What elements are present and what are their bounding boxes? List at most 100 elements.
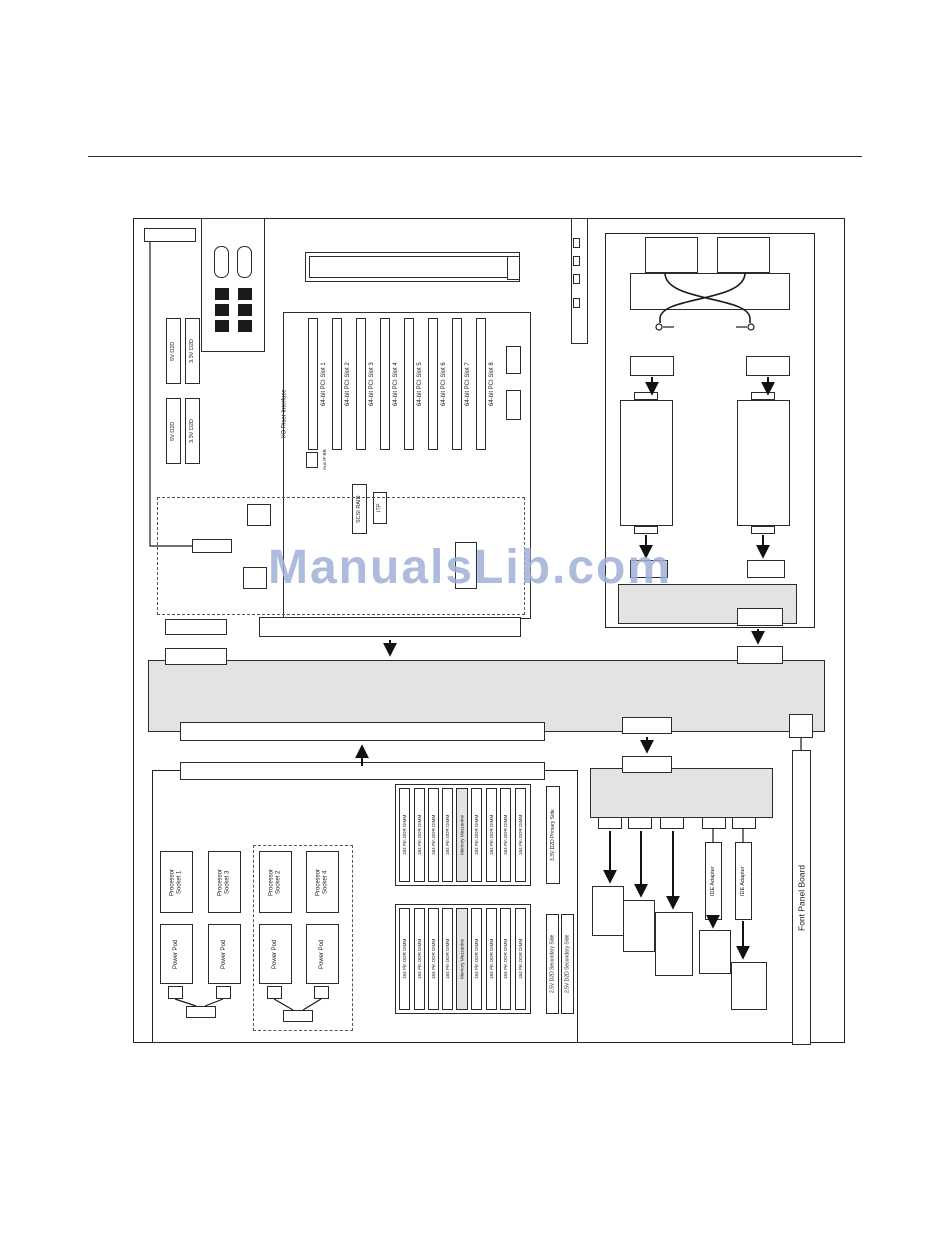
io-bracket bbox=[144, 228, 196, 242]
baseboard-dashed-region bbox=[157, 497, 525, 615]
pci-slot bbox=[380, 318, 390, 450]
baseboard-component bbox=[243, 567, 267, 589]
dimm-slot: 184 Pin DDR DIMM bbox=[486, 908, 497, 1010]
power-connector bbox=[746, 356, 790, 376]
processor-socket: Processor Socket 1 bbox=[160, 851, 193, 913]
d2d-converter: 3.3V D2D bbox=[185, 318, 200, 384]
power-input-connector bbox=[186, 1006, 216, 1018]
io-port bbox=[237, 246, 252, 278]
power-pod-connector bbox=[216, 986, 231, 999]
power-pod: Power Pod bbox=[160, 924, 193, 984]
dimm-slot: 184 Pin DDR DIMM bbox=[486, 788, 497, 882]
psu-tab bbox=[751, 526, 775, 534]
pci-slot bbox=[476, 318, 486, 450]
dimm-slot: 184 Pin DDR DIMM bbox=[414, 908, 425, 1010]
io-board-port bbox=[598, 817, 622, 829]
pci-slot bbox=[452, 318, 462, 450]
io-board-port bbox=[660, 817, 684, 829]
d2d-secondary-label: 2.5V D2D Secondary Side bbox=[546, 914, 559, 1014]
power-output-connector bbox=[737, 608, 783, 626]
dimm-slot: 184 Pin DDR DIMM bbox=[399, 788, 410, 882]
dimm-slot: 184 Pin DDR DIMM bbox=[442, 788, 453, 882]
aux-label: Aux IF BB bbox=[321, 449, 327, 471]
pci-slot-label: 64-bit PCI Slot 5 bbox=[416, 362, 423, 406]
midplane-connector bbox=[180, 722, 545, 741]
dimm-slot: 184 Pin DDR DIMM bbox=[515, 908, 526, 1010]
ide-adapter: IDE Adapter bbox=[705, 842, 722, 920]
d2d-converter: 5V D2D bbox=[166, 398, 181, 464]
baseboard-component bbox=[247, 504, 271, 526]
ide-adapter: IDE Adapter bbox=[735, 842, 752, 920]
power-pod-connector bbox=[267, 986, 282, 999]
io-connector-block bbox=[201, 218, 265, 352]
io-riser-interface-label: I/O Riser Interface bbox=[281, 389, 288, 439]
edge-connector-pin bbox=[573, 298, 580, 308]
midplane-connector bbox=[622, 717, 672, 734]
edge-connector-pin bbox=[573, 274, 580, 284]
psu-tab bbox=[634, 392, 658, 400]
power-supply bbox=[737, 400, 790, 526]
d2d-converter: 3.3V D2D bbox=[185, 398, 200, 464]
dimm-slot: 184 Pin DDR DIMM bbox=[471, 908, 482, 1010]
io-connector-pin bbox=[238, 320, 252, 332]
midplane-board bbox=[148, 660, 825, 732]
io-board-port bbox=[628, 817, 652, 829]
dimm-slot: 184 Pin DDR DIMM bbox=[428, 908, 439, 1010]
pci-slot-label: 64-bit PCI Slot 6 bbox=[440, 362, 447, 406]
front-panel-board: Font Panel Board bbox=[792, 750, 811, 1045]
pci-slot-label: 64-bit PCI Slot 2 bbox=[344, 362, 351, 406]
d2d-primary-label: 3.3V D2D Primary Side bbox=[546, 786, 560, 884]
dimm-slot: 184 Pin DDR DIMM bbox=[442, 908, 453, 1010]
io-component bbox=[506, 390, 521, 420]
io-device bbox=[655, 912, 693, 976]
edge-connector-pin bbox=[573, 256, 580, 266]
pci-slot bbox=[332, 318, 342, 450]
d2d-secondary-label: 2.5V D2D Secondary Side bbox=[561, 914, 574, 1014]
io-board-port bbox=[732, 817, 756, 829]
io-connector-pin bbox=[215, 288, 229, 300]
dimm-slot: 184 Pin DDR DIMM bbox=[399, 908, 410, 1010]
power-pod-connector bbox=[168, 986, 183, 999]
pci-slot-label: 64-bit PCI Slot 1 bbox=[320, 362, 327, 406]
memory-mezzanine-slot: Memory Mezzanine bbox=[456, 788, 468, 882]
pci-slot bbox=[308, 318, 318, 450]
power-pod-connector bbox=[314, 986, 329, 999]
power-pod: Power Pod bbox=[259, 924, 292, 984]
board-connector bbox=[165, 619, 227, 635]
pci-slot bbox=[404, 318, 414, 450]
io-board-port bbox=[702, 817, 726, 829]
power-connector bbox=[747, 560, 785, 578]
power-module bbox=[717, 237, 770, 273]
psu-tab bbox=[751, 392, 775, 400]
pci-slot-label: 64-bit PCI Slot 7 bbox=[464, 362, 471, 406]
processor-socket: Processor Socket 2 bbox=[259, 851, 292, 913]
baseboard-component bbox=[455, 542, 477, 589]
io-device bbox=[623, 900, 655, 952]
edge-connector-pin bbox=[573, 238, 580, 248]
io-connector-pin bbox=[215, 304, 229, 316]
power-connector bbox=[630, 560, 668, 578]
power-supply bbox=[620, 400, 673, 526]
ide-device bbox=[699, 930, 731, 974]
baseboard-connector bbox=[192, 539, 232, 553]
power-connector bbox=[630, 356, 674, 376]
pci-slot bbox=[356, 318, 366, 450]
pci-slot-label: 64-bit PCI Slot 8 bbox=[488, 362, 495, 406]
riser-slot-key bbox=[507, 256, 520, 280]
dimm-slot: 184 Pin DDR DIMM bbox=[515, 788, 526, 882]
io-connector-pin bbox=[238, 304, 252, 316]
ide-device bbox=[731, 962, 767, 1010]
d2d-converter: 5V D2D bbox=[166, 318, 181, 384]
pci-slot bbox=[428, 318, 438, 450]
power-module bbox=[645, 237, 698, 273]
power-section-outline bbox=[605, 233, 815, 628]
board-connector bbox=[165, 648, 227, 665]
processor-socket: Processor Socket 3 bbox=[208, 851, 241, 913]
dimm-slot: 184 Pin DDR DIMM bbox=[471, 788, 482, 882]
processor-socket: Processor Socket 4 bbox=[306, 851, 339, 913]
dimm-slot: 184 Pin DDR DIMM bbox=[500, 788, 511, 882]
memory-connector bbox=[180, 762, 545, 780]
io-connector-pin bbox=[238, 288, 252, 300]
cable-channel bbox=[630, 273, 790, 310]
io-port bbox=[214, 246, 229, 278]
